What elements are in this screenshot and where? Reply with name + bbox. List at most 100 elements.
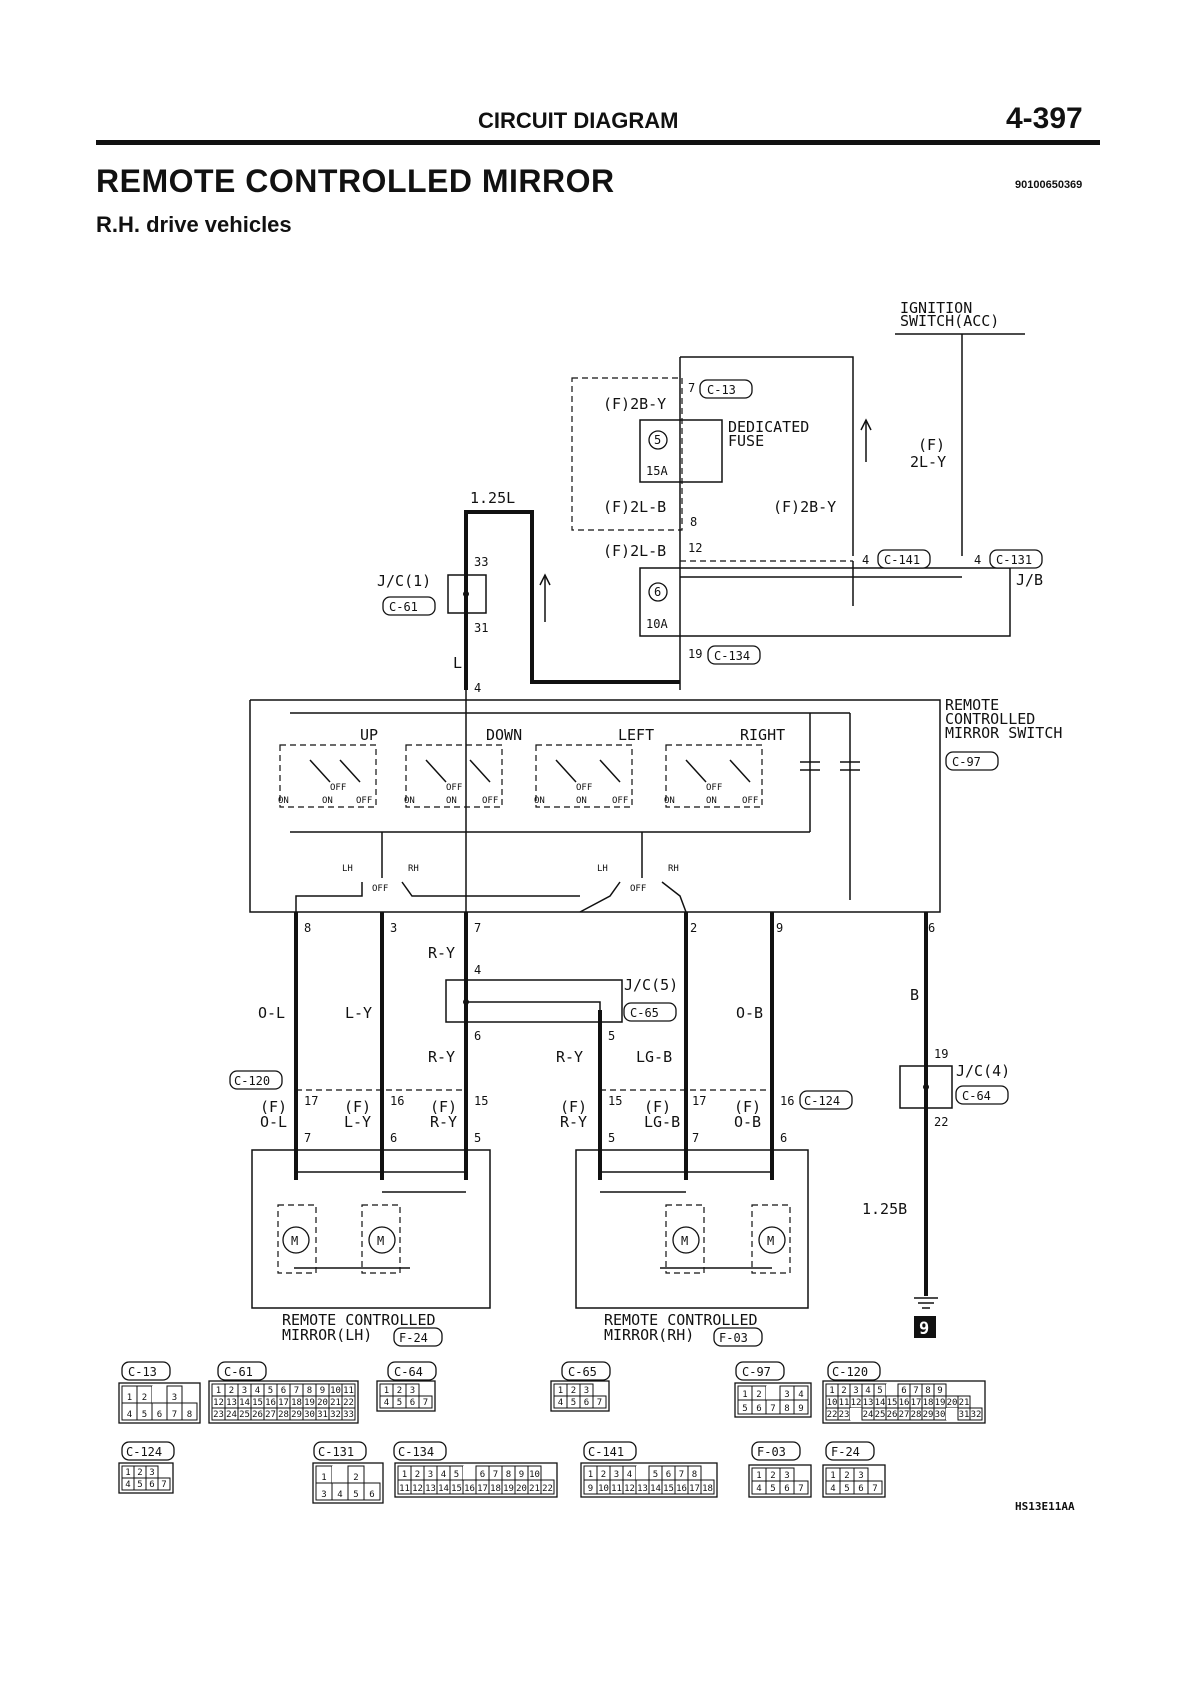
legend-c134-pin: 4 (441, 1470, 446, 1480)
pin-15-rh: 15 (608, 1094, 622, 1108)
legend-c141-pin: 14 (650, 1484, 661, 1494)
legend-c120-pin: 17 (911, 1398, 922, 1408)
legend-c120-pin: 5 (877, 1386, 882, 1396)
lbl-ry-5: R-Y (560, 1113, 587, 1131)
legend-c120-pin: 27 (899, 1410, 910, 1420)
legend-c120-pin: 31 (959, 1410, 970, 1420)
switch-right: RIGHT ON OFF ON OFF (664, 726, 785, 808)
pin-31: 31 (474, 621, 488, 635)
switch-down-frame (405, 744, 503, 808)
wire-label-l: L (453, 654, 462, 672)
legend-c124-cell (157, 1477, 171, 1491)
pin-7-lh: 7 (304, 1131, 311, 1145)
legend-c134-frame (394, 1462, 558, 1498)
legend-c124-pin: 3 (149, 1468, 154, 1478)
legend-c141-pin: 17 (689, 1484, 700, 1494)
legend-c120-gap (946, 1408, 958, 1420)
legend-c134-pin: 7 (493, 1470, 498, 1480)
legend-c97-pin: 9 (798, 1404, 803, 1414)
legend-c13-label: C-13 (128, 1365, 157, 1379)
conn-c131-label: C-131 (996, 553, 1032, 567)
switch-right-label: RIGHT (740, 726, 785, 744)
legend-c61-label: C-61 (224, 1365, 253, 1379)
legend-c134-pin: 1 (402, 1470, 407, 1480)
legend-c120-pin: 24 (863, 1410, 874, 1420)
legend-c13-pin: 5 (142, 1410, 147, 1420)
legend-c97-pin: 1 (742, 1390, 747, 1400)
switch-left-on-2: ON (576, 796, 587, 806)
legend-c97-pin: 8 (784, 1404, 789, 1414)
switch-up-frame (279, 744, 377, 808)
switch-right-off-2: OFF (742, 796, 758, 806)
legend-c120-pin: 7 (913, 1386, 918, 1396)
jc1-box (447, 574, 487, 614)
fuse5-no: 5 (654, 433, 661, 447)
section-title: CIRCUIT DIAGRAM (478, 108, 679, 133)
legend-f03-pin: 7 (798, 1484, 803, 1494)
switch-left-blade-a (555, 759, 577, 783)
pin-4-switch: 4 (474, 681, 481, 695)
legend-c61-pin: 17 (278, 1398, 289, 1408)
legend-c65-tag (561, 1361, 611, 1381)
mirror-lh-label-2: MIRROR(LH) (282, 1326, 372, 1344)
wire-label-f2lb-2: (F)2L-B (603, 542, 666, 560)
conn-c13 (699, 379, 753, 399)
pin-6-rh: 6 (780, 1131, 787, 1145)
legend-f03-pin: 6 (784, 1484, 789, 1494)
selector-left-rh-wire (401, 881, 580, 897)
legend-c61-pin: 5 (268, 1386, 273, 1396)
legend-c13-pin: 8 (187, 1410, 192, 1420)
legend-c141-tag (583, 1441, 637, 1461)
legend-c131-frame (312, 1462, 384, 1504)
legend-c97-pin: 7 (770, 1404, 775, 1414)
switch-label-3: MIRROR SWITCH (945, 724, 1062, 742)
conn-f03-label: F-03 (719, 1331, 748, 1345)
legend-c141-pin: 6 (666, 1470, 671, 1480)
jb-box (639, 567, 1011, 637)
switch-left: LEFT ON OFF ON OFF (534, 726, 654, 808)
switch-up-off-2: OFF (356, 796, 372, 806)
pin-4-c131: 4 (974, 553, 981, 567)
lbl-f-ry: (F) (430, 1098, 457, 1116)
legend-c131-pin: 1 (321, 1473, 326, 1483)
selector-right-rh: RH (668, 864, 679, 874)
legend-c65-label: C-65 (568, 1365, 597, 1379)
legend-c134-pin: 8 (506, 1470, 511, 1480)
fuse5-amp: 15A (646, 464, 668, 478)
legend-c120-pin: 14 (875, 1398, 886, 1408)
mirror-rh-motor-2-frame (751, 1204, 791, 1274)
legend-c120-pin: 20 (947, 1398, 958, 1408)
selector-left: LH RH OFF (295, 832, 580, 912)
wire-label-lgb: LG-B (636, 1048, 672, 1066)
pin-19-jc4: 19 (934, 1047, 948, 1061)
conn-c124 (799, 1090, 853, 1110)
conn-c120 (229, 1070, 283, 1090)
legend-c61-pin: 7 (294, 1386, 299, 1396)
legend-c141-pin: 15 (663, 1484, 674, 1494)
fuse5-badge (648, 430, 668, 450)
conn-c97 (945, 751, 999, 771)
legend-c13-pin: 4 (127, 1410, 132, 1420)
switch-box (249, 699, 941, 913)
mirror-rh-motor-1-m: M (681, 1234, 688, 1248)
selector-left-off: OFF (372, 884, 388, 894)
legend-f24-pin: 7 (872, 1484, 877, 1494)
selector-left-rh: RH (408, 864, 419, 874)
switch-up-on-1: ON (278, 796, 289, 806)
legend-c61-pin: 29 (291, 1410, 302, 1420)
selector-right-off: OFF (630, 884, 646, 894)
legend-c61-pin: 19 (304, 1398, 315, 1408)
legend-c64-pin: 4 (384, 1398, 389, 1408)
legend-c134-pin: 19 (503, 1484, 514, 1494)
dedicated-fuse-label-2: FUSE (728, 432, 764, 450)
mirror-lh-motor-2-m: M (377, 1234, 384, 1248)
conn-c120-label: C-120 (234, 1074, 270, 1088)
legend-c97-pin: 2 (756, 1390, 761, 1400)
pin-5-lh: 5 (474, 1131, 481, 1145)
legend-c65-frame (550, 1380, 610, 1412)
legend-c64-pin: 2 (397, 1386, 402, 1396)
page-title: REMOTE CONTROLLED MIRROR (96, 163, 615, 199)
lbl-ry-4: R-Y (430, 1113, 457, 1131)
selector-right-lh: LH (597, 864, 608, 874)
pin-33: 33 (474, 555, 488, 569)
